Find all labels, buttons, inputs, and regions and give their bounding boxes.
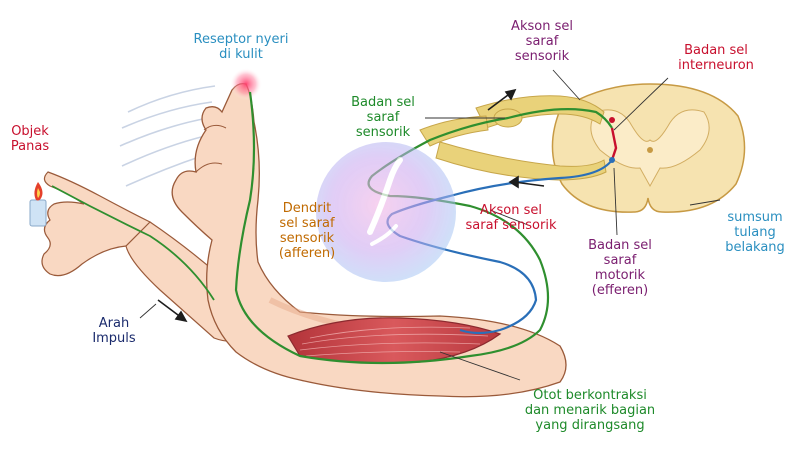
sensory-axon-forearm [51,185,215,301]
candle-icon [29,182,47,227]
watermark-logo-icon [316,142,456,282]
pain-receptor-glow [230,68,262,100]
label-leader-lines [139,69,721,381]
contracting-muscle [287,317,502,364]
motion-lines [119,85,216,187]
impulse-arrows [157,88,545,323]
sensory-nerve-pathway [234,91,613,365]
